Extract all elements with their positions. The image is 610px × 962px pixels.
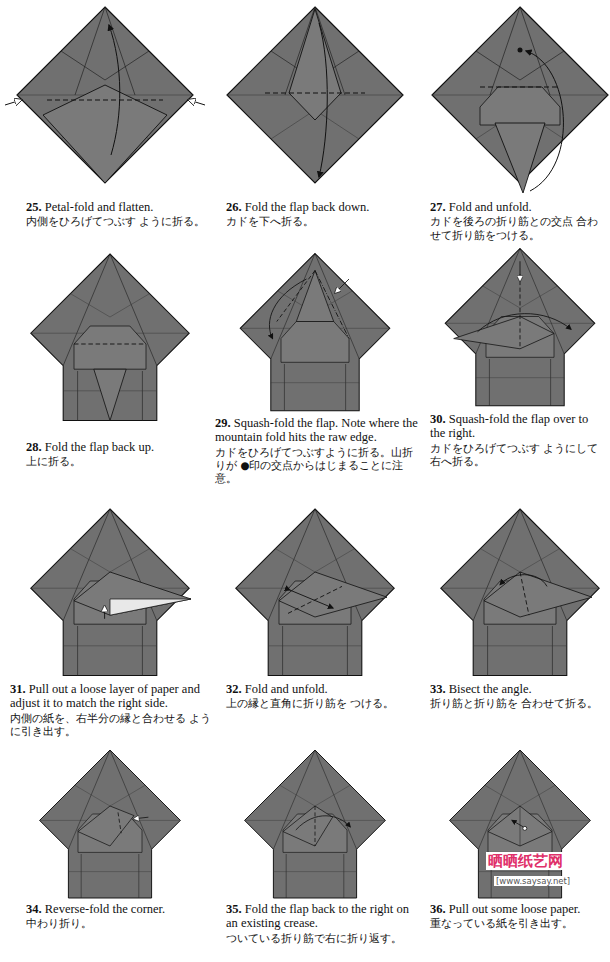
step-instruction-jp: ついている折り筋で右に折り返す。: [226, 932, 416, 945]
step-caption: 27. Fold and unfold.カドを後ろの折り筋との交点 合わせて折り…: [430, 200, 606, 242]
step-instruction: Pull out a loose layer of paper and adju…: [10, 682, 200, 710]
step-instruction: Squash-fold the flap. Note where the mou…: [215, 416, 418, 444]
step-instruction-jp: 内側の紙を、右半分の縁と合わせる ように引き出す。: [10, 712, 215, 738]
step-caption: 28. Fold the flap back up.上に折る。: [26, 440, 211, 469]
watermark-url: [www.saysay.net]: [494, 876, 572, 886]
step-instruction-jp: 重なっている紙を引き出す。: [430, 917, 600, 930]
step-caption: 35. Fold the flap back to the right on a…: [226, 902, 416, 945]
step-instruction: Fold the flap back down.: [245, 200, 370, 214]
step-number: 29.: [215, 416, 231, 430]
step-instruction: Fold the flap back to the right on an ex…: [226, 902, 409, 930]
step-instruction: Petal-fold and flatten.: [45, 200, 154, 214]
step-instruction-jp: 中わり折り。: [26, 917, 211, 930]
step-instruction: Fold the flap back up.: [45, 440, 154, 454]
step-number: 25.: [26, 200, 42, 214]
step-number: 33.: [430, 682, 446, 696]
step-number: 31.: [10, 682, 26, 696]
step-instruction-jp: カドをひろげてつぶす ようにして右へ折る。: [430, 442, 606, 468]
step-caption: 25. Petal-fold and flatten.内側をひろげてつぶす よう…: [26, 200, 206, 229]
step-instruction-jp: 内側をひろげてつぶす ように折る。: [26, 215, 206, 228]
step-instruction: Pull out some loose paper.: [449, 902, 581, 916]
step-caption: 30. Squash-fold the flap over to the rig…: [430, 412, 606, 468]
step-instruction-jp: 上に折る。: [26, 455, 211, 468]
step-caption: 26. Fold the flap back down.カドを下へ折る。: [226, 200, 406, 229]
step-number: 28.: [26, 440, 42, 454]
step-caption: 34. Reverse-fold the corner.中わり折り。: [26, 902, 211, 931]
step-number: 30.: [430, 412, 446, 426]
step-instruction: Reverse-fold the corner.: [45, 902, 165, 916]
step-caption: 29. Squash-fold the flap. Note where the…: [215, 416, 420, 485]
step-instruction-jp: カドをひろげてつぶすように折る。山折りが ●印の交点からはじまることに注意。: [215, 446, 420, 485]
step-number: 34.: [26, 902, 42, 916]
step-instruction-jp: 上の縁と直角に折り筋を つける。: [226, 697, 411, 710]
step-instruction-jp: カドを下へ折る。: [226, 215, 406, 228]
step-number: 32.: [226, 682, 242, 696]
step-number: 36.: [430, 902, 446, 916]
step-instruction: Fold and unfold.: [449, 200, 532, 214]
step-instruction: Squash-fold the flap over to the right.: [430, 412, 588, 440]
step-number: 26.: [226, 200, 242, 214]
step-number: 27.: [430, 200, 446, 214]
step-caption: 36. Pull out some loose paper.重なっている紙を引き…: [430, 902, 600, 931]
step-instruction-jp: 折り筋と折り筋を 合わせて折る。: [430, 697, 606, 710]
step-instruction: Fold and unfold.: [245, 682, 328, 696]
step-instruction-jp: カドを後ろの折り筋との交点 合わせて折り筋をつける。: [430, 215, 606, 241]
step-caption: 31. Pull out a loose layer of paper and …: [10, 682, 215, 738]
step-instruction: Bisect the angle.: [449, 682, 532, 696]
step-number: 35.: [226, 902, 242, 916]
step-caption: 33. Bisect the angle.折り筋と折り筋を 合わせて折る。: [430, 682, 606, 711]
step-caption: 32. Fold and unfold.上の縁と直角に折り筋を つける。: [226, 682, 411, 711]
watermark: 晒晒纸艺网: [486, 852, 565, 870]
